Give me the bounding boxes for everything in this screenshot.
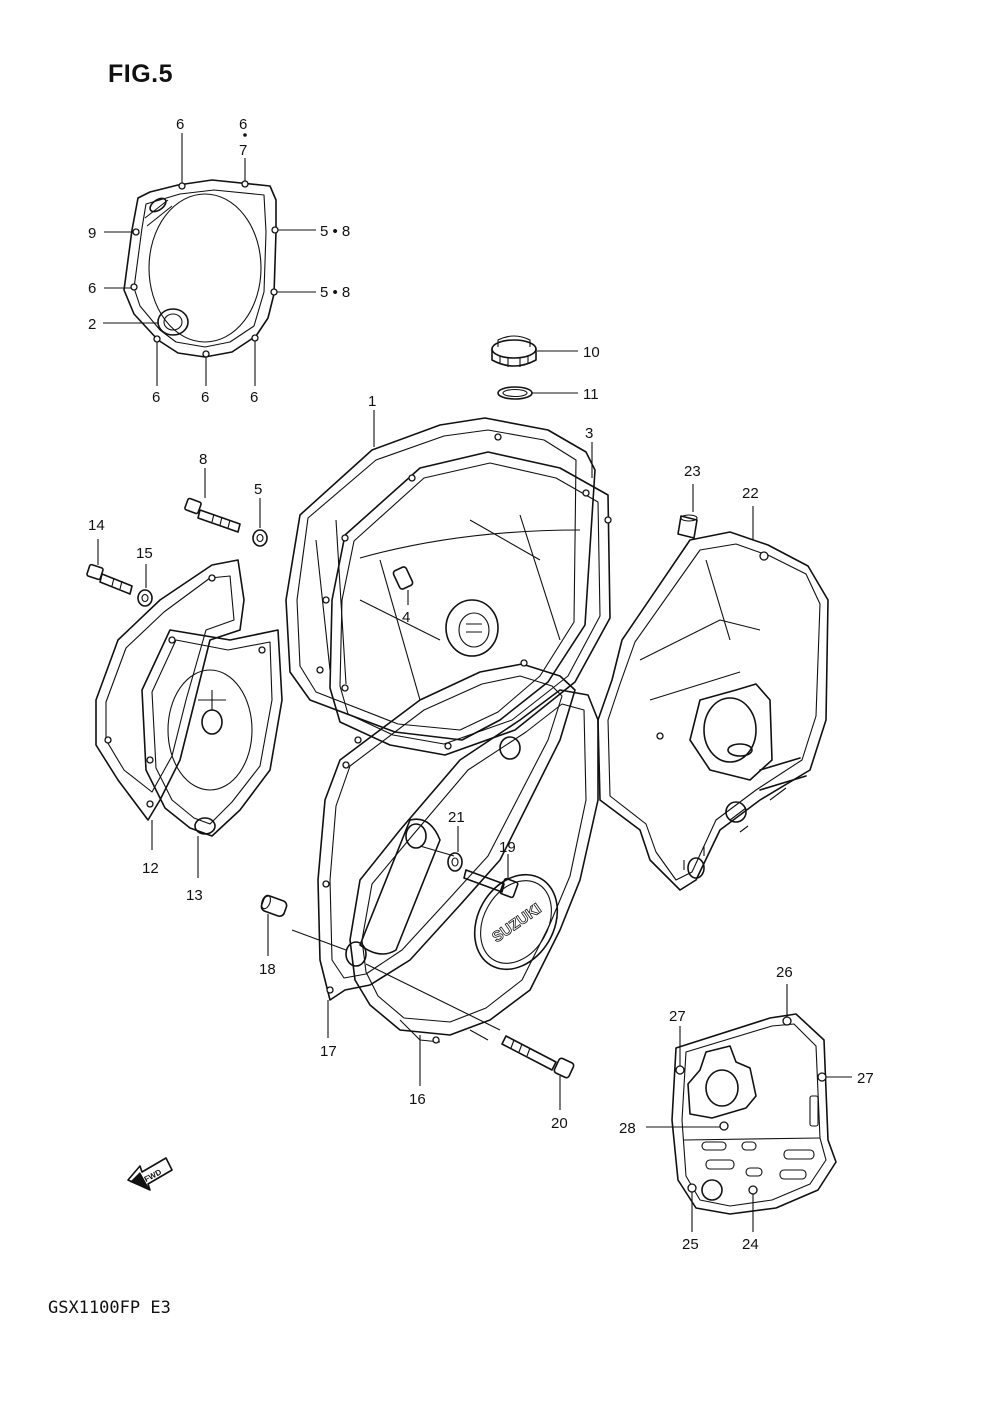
generator-cover	[597, 531, 829, 891]
oil-level-window	[445, 599, 499, 657]
callout-4: 4	[402, 609, 410, 626]
callout-26: 26	[776, 964, 793, 981]
washer-15	[137, 589, 153, 607]
callout-1: 1	[368, 393, 376, 410]
starter-cover-gasket	[141, 629, 283, 837]
callout-2: 2	[88, 316, 96, 333]
sprocket-cover-plate	[671, 1013, 837, 1215]
figure-title: FIG.5	[108, 60, 174, 88]
callout-6: 6	[176, 116, 184, 133]
callout-3: 3	[585, 425, 593, 442]
callout-28: 28	[619, 1120, 636, 1137]
callout-22: 22	[742, 485, 759, 502]
bolt-8	[184, 497, 241, 533]
callout-27: 27	[857, 1070, 874, 1087]
callout-8: 8	[199, 451, 207, 468]
callout-23: 23	[684, 463, 701, 480]
callout-5-8: 5 • 8	[320, 284, 350, 301]
clutch-cover	[285, 417, 596, 741]
callout-24: 24	[742, 1236, 759, 1253]
dowel-pin-18	[260, 894, 288, 918]
oil-filler-cap	[491, 335, 537, 367]
callout-19: 19	[499, 839, 516, 856]
callout-dot	[243, 133, 247, 137]
callout-27: 27	[669, 1008, 686, 1025]
long-bolt-20	[501, 1035, 575, 1079]
dowel-pin-23	[677, 514, 698, 539]
callout-6: 6	[152, 389, 160, 406]
callout-17: 17	[320, 1043, 337, 1060]
clutch-cover-gasket-large	[316, 433, 612, 756]
callout-21: 21	[448, 809, 465, 826]
gasket-leaders	[103, 133, 316, 386]
callout-6: 6	[239, 116, 247, 133]
callout-15: 15	[136, 545, 153, 562]
callout-11: 11	[583, 386, 599, 403]
callout-25: 25	[682, 1236, 699, 1253]
clutch-cover-gasket	[123, 179, 279, 358]
washer-21	[447, 852, 463, 872]
callout-13: 13	[186, 887, 203, 904]
callout-18: 18	[259, 961, 276, 978]
callout-6: 6	[88, 280, 96, 297]
callout-10: 10	[583, 344, 600, 361]
o-ring	[497, 386, 533, 400]
callout-7: 7	[239, 142, 247, 159]
fwd-arrow-icon: FWD	[127, 1157, 173, 1191]
bolt-14	[86, 563, 133, 595]
callout-20: 20	[551, 1115, 568, 1132]
washer-5	[252, 529, 268, 547]
callout-12: 12	[142, 860, 159, 877]
starter-clutch-cover	[95, 559, 245, 821]
generator-cover-gasket	[317, 659, 576, 1001]
dowel-pin-4	[392, 566, 414, 590]
callout-6: 6	[201, 389, 209, 406]
callout-16: 16	[409, 1091, 426, 1108]
callout-6: 6	[250, 389, 258, 406]
callout-14: 14	[88, 517, 105, 534]
suzuki-logo: SUZUKI	[489, 900, 544, 946]
callout-9: 9	[88, 225, 96, 242]
model-code: GSX1100FP E3	[48, 1298, 171, 1318]
callout-5: 5	[254, 481, 262, 498]
bolt-19	[463, 869, 519, 899]
callout-5-8: 5 • 8	[320, 223, 350, 240]
